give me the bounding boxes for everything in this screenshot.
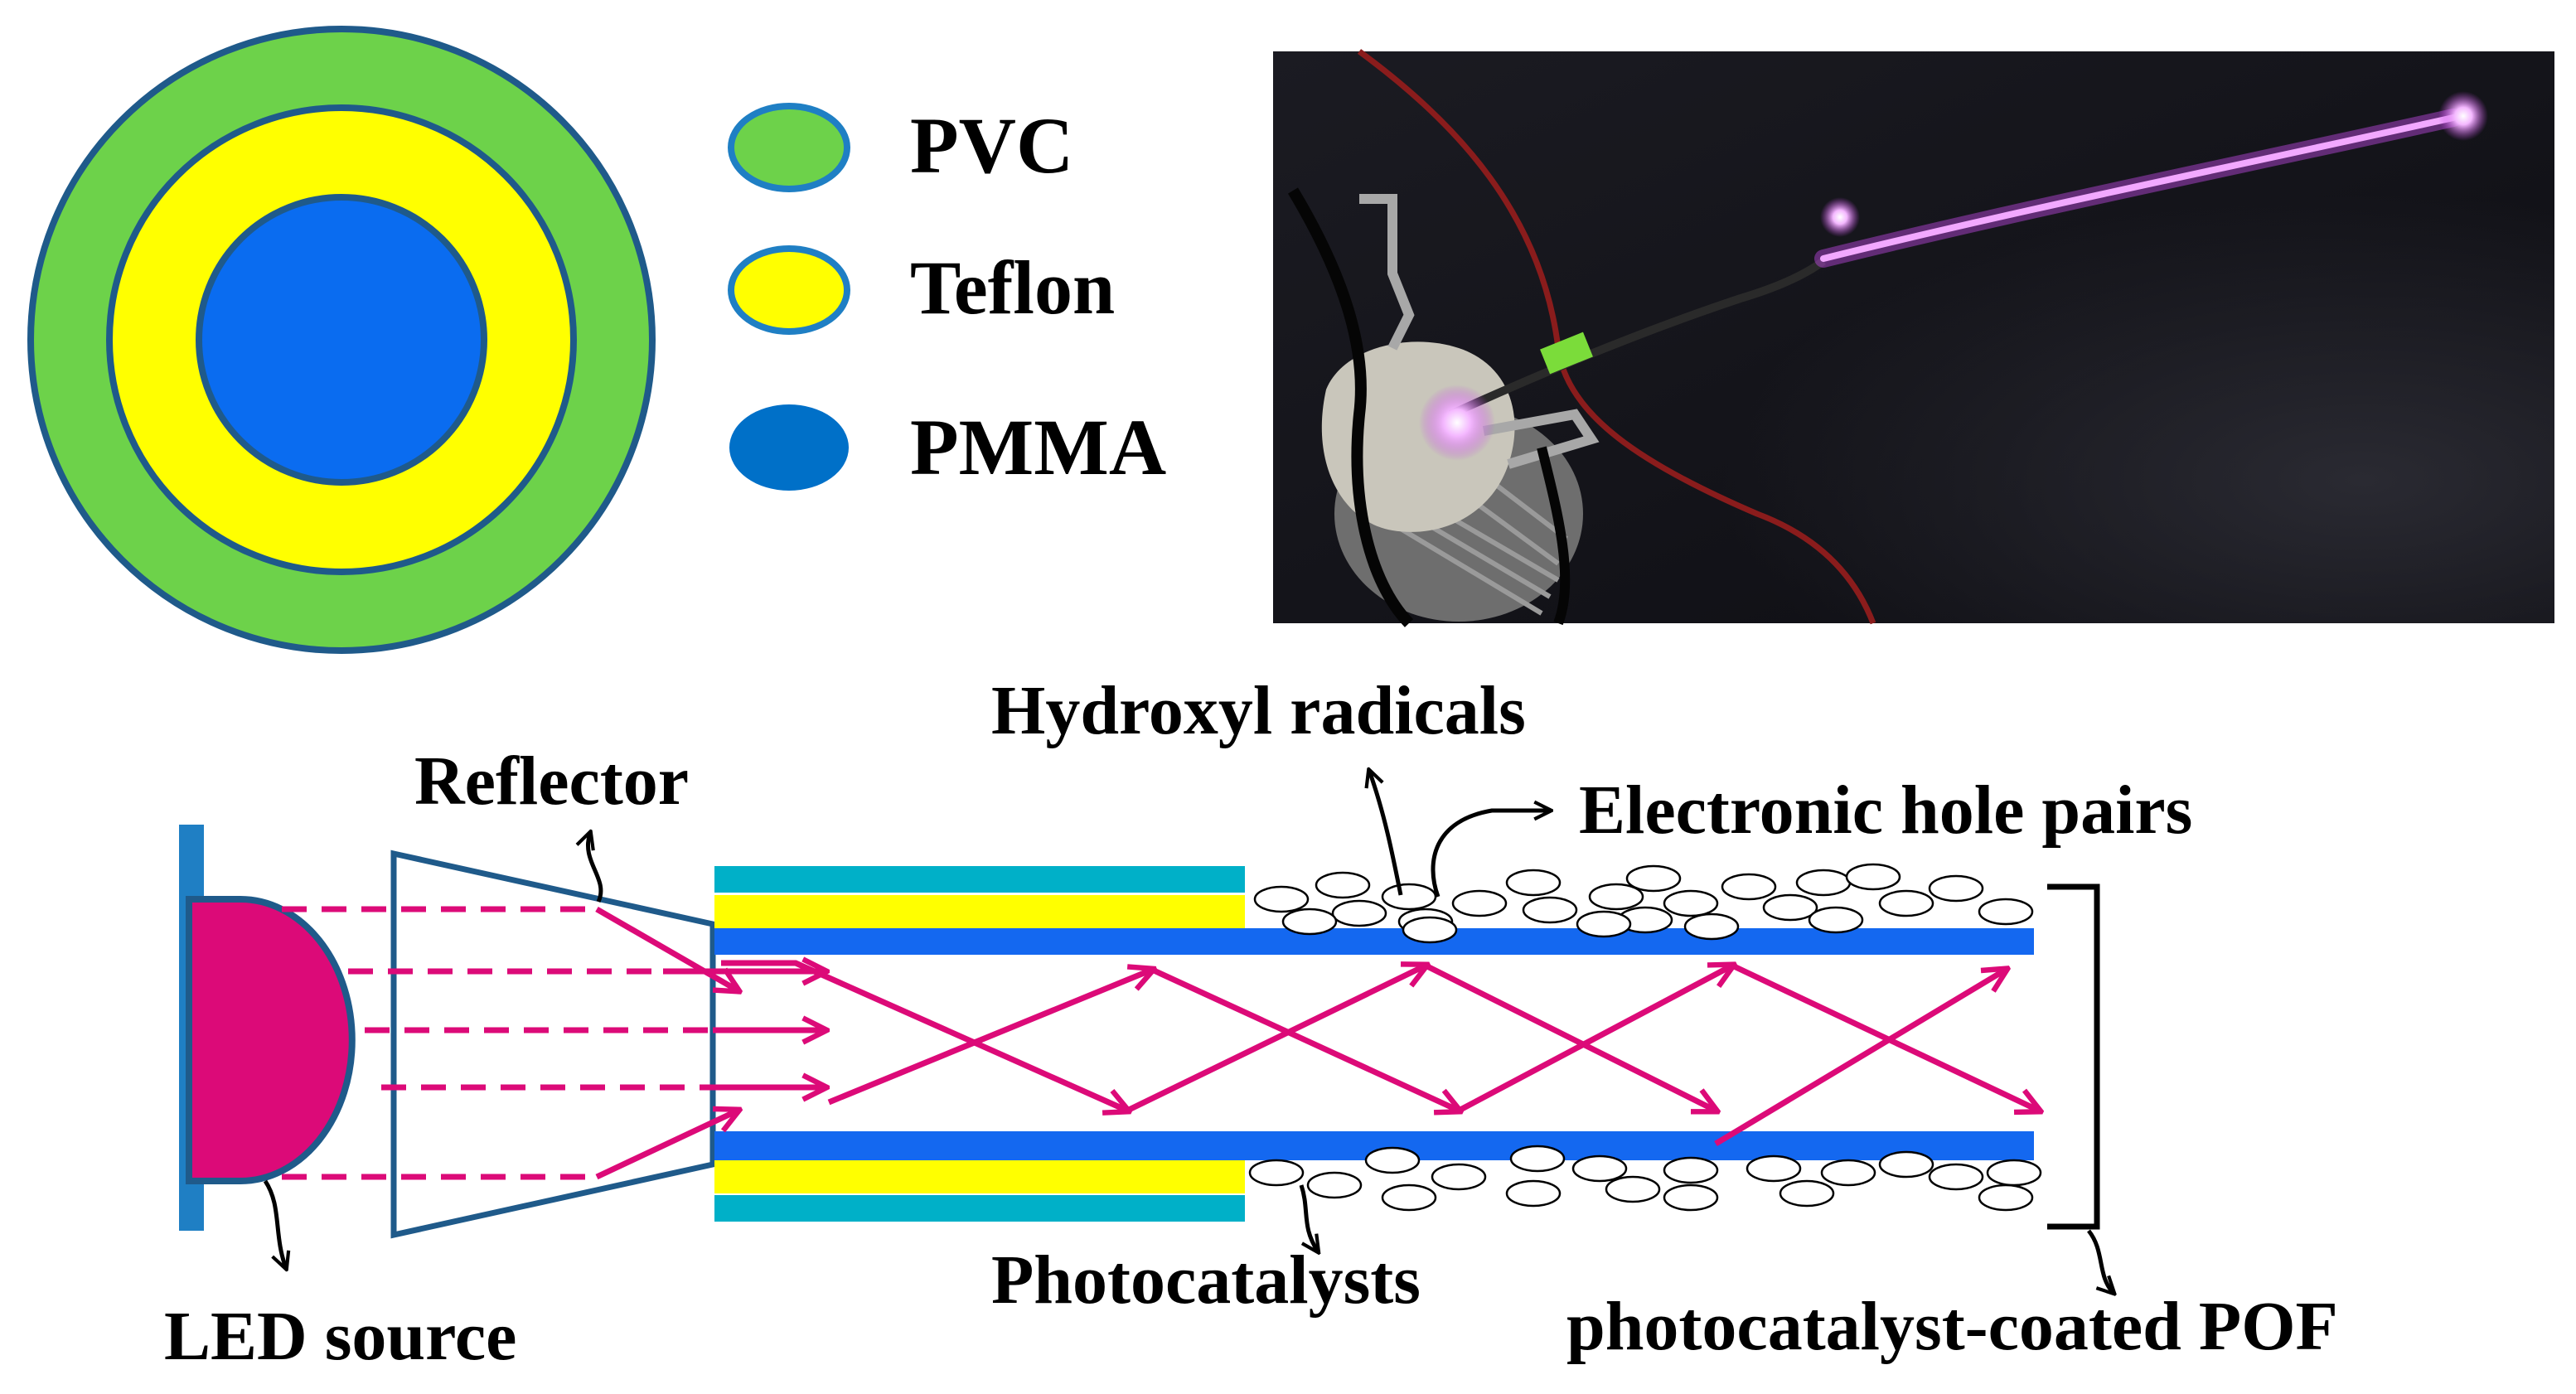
photocatalyst-particles-bottom — [1248, 1145, 2042, 1212]
reactor-schematic: Hydroxyl radicals Reflector Electronic h… — [164, 672, 2338, 1375]
label-reflector: Reflector — [414, 743, 689, 820]
led-glow — [1419, 385, 1495, 461]
red-cable — [1357, 49, 1876, 625]
hydroxyl-callout-arrow — [1369, 771, 1403, 896]
legend-swatch-pmma — [729, 404, 849, 491]
black-cable-1 — [1287, 187, 1414, 627]
coated-pof-bracket — [2047, 883, 2100, 1230]
core-boundary-top — [714, 928, 2034, 955]
photocatalyst-particles-top — [1253, 863, 2034, 944]
led-callout-arrow — [263, 1179, 286, 1268]
pvc-jacket-bottom — [714, 1195, 1245, 1222]
fiber-tip-glow — [2438, 91, 2488, 141]
teflon-layer-top — [714, 895, 1245, 928]
pof-cross-section — [27, 26, 656, 654]
glowing-fiber — [1820, 114, 2457, 262]
label-photocatalyst-coated-pof: photocatalyst-coated POF — [1566, 1288, 2338, 1365]
legend-label-pmma: PMMA — [910, 403, 1166, 491]
label-led-source: LED source — [164, 1298, 516, 1375]
internal-reflection-rays — [721, 960, 2039, 1147]
label-electronic-hole-pairs: Electronic hole pairs — [1579, 772, 2192, 849]
legend-swatch-teflon — [728, 245, 850, 335]
pmma-core — [196, 194, 487, 486]
clamp — [1359, 194, 1600, 469]
reflector-shape — [390, 849, 716, 1239]
legend-label-pvc: PVC — [910, 101, 1073, 190]
led-dashed-rays — [282, 906, 713, 1180]
legend: PVC Teflon PMMA — [728, 101, 1166, 491]
photocatalysts-callout-arrow — [1299, 1184, 1318, 1251]
fiber-midpoint-glow — [1820, 197, 1860, 237]
teflon-layer-bottom — [714, 1160, 1245, 1193]
black-cable-2 — [1537, 446, 1571, 626]
reflector-callout-arrow — [588, 833, 603, 903]
callout-arrows — [263, 771, 2114, 1293]
led-dome — [186, 896, 356, 1184]
electronic-callout-arrow — [1431, 811, 1550, 898]
pof-callout-arrow — [2086, 1229, 2114, 1293]
label-photocatalysts: Photocatalysts — [991, 1242, 1421, 1319]
legend-swatch-pvc — [728, 103, 850, 192]
label-hydroxyl-radicals: Hydroxyl radicals — [991, 672, 1526, 749]
legend-label-teflon: Teflon — [910, 245, 1115, 330]
fiber-lead — [1448, 257, 1826, 419]
pvc-jacket-top — [714, 866, 1245, 893]
coupling-rays — [595, 906, 825, 1180]
reactor-photo — [1273, 49, 2554, 627]
fiber-label-tag — [1540, 332, 1593, 375]
